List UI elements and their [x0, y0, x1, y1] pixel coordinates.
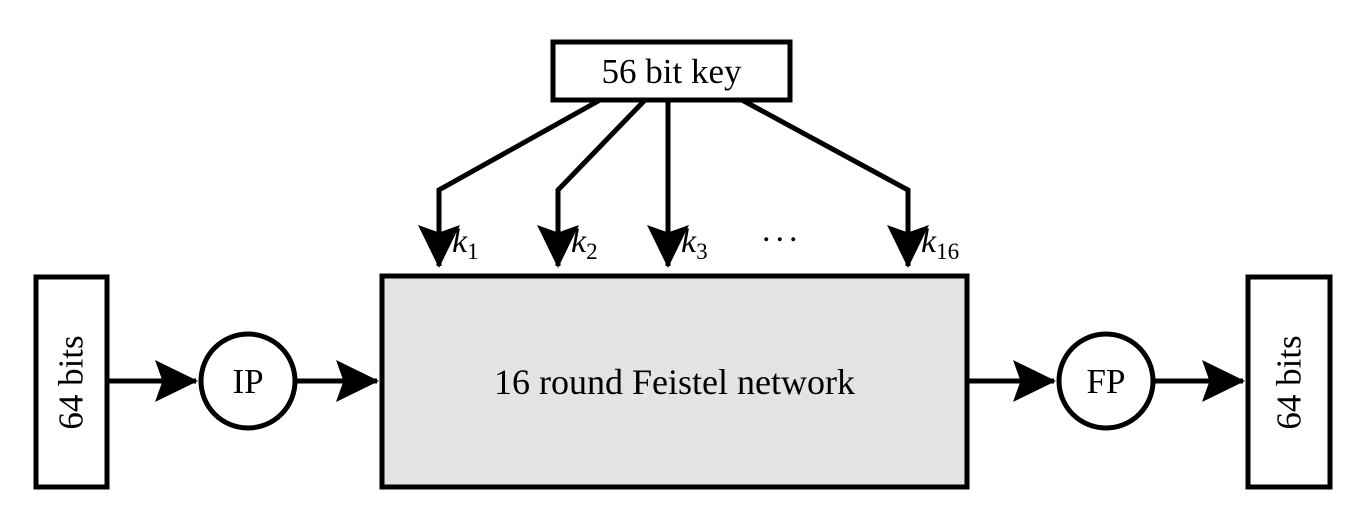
key-box-label-text: 56 bit key [601, 51, 742, 91]
round-key-name-k2: k [571, 223, 587, 260]
round-key-subscript-k2: 2 [586, 238, 598, 265]
input-box-label: 64 bits [36, 277, 107, 487]
round-key-subscript-k16: 16 [936, 238, 960, 265]
key-fanout-line-k2 [537, 98, 647, 269]
output-box-outline [1245, 274, 1333, 490]
round-keys-ellipsis: ... [762, 214, 803, 248]
key-box-outline [550, 39, 793, 103]
round-key-label-k1: k1 [452, 223, 479, 264]
round-key-name-k16: k [921, 223, 937, 260]
output-box-label: 64 bits [1248, 277, 1330, 487]
fp-node-label-text: FP [1086, 361, 1126, 401]
round-keys-ellipsis-text: ... [762, 212, 803, 249]
feistel-box-label: 16 round Feistel network [382, 276, 967, 487]
feistel-box-outline [379, 273, 970, 490]
fp-node-label: FP [1059, 334, 1153, 428]
round-key-label-k3: k3 [681, 223, 708, 264]
round-key-subscript-k1: 1 [467, 238, 479, 265]
ip-node-label: IP [201, 334, 295, 428]
round-key-name-k1: k [452, 223, 468, 260]
key-fanout-line-k1 [418, 97, 602, 269]
key-box-label: 56 bit key [553, 42, 790, 100]
feistel-box-label-text: 16 round Feistel network [494, 361, 855, 402]
ip-node-label-text: IP [232, 361, 264, 401]
input-box-outline [33, 274, 110, 490]
output-box-label-text: 64 bits [1269, 334, 1309, 430]
round-key-label-k16: k16 [921, 223, 959, 264]
round-key-subscript-k3: 3 [696, 238, 708, 265]
key-fanout-line-k16 [740, 97, 929, 269]
round-key-name-k3: k [681, 223, 697, 260]
round-key-label-k2: k2 [571, 223, 598, 264]
input-box-label-text: 64 bits [52, 334, 92, 430]
